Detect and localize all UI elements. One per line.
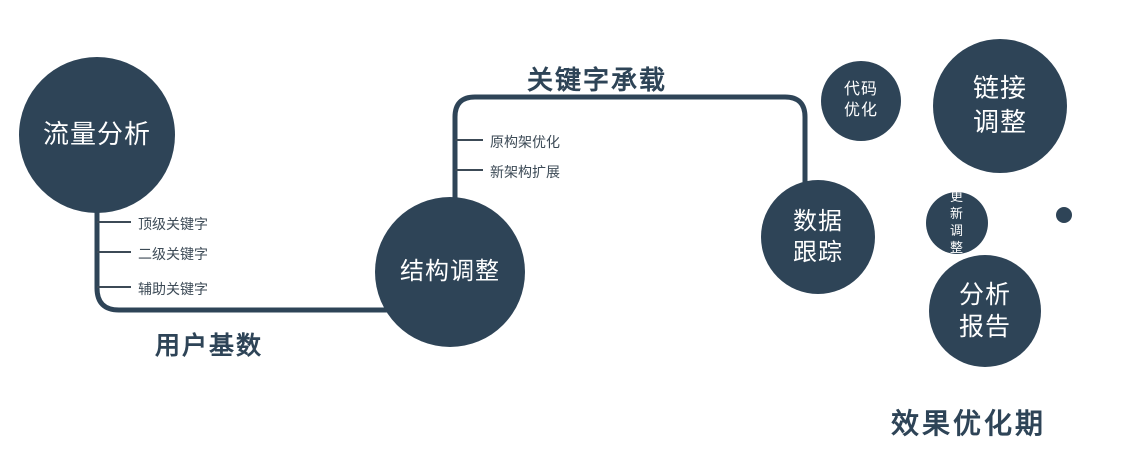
node-traffic-analysis-label: 流量分析 bbox=[42, 119, 151, 150]
node-structure-adjustment: 结构调整 bbox=[375, 197, 525, 347]
node-data-tracking-label: 数据跟踪 bbox=[793, 207, 843, 266]
footer-label-effect-optimization: 效果优化期 bbox=[891, 408, 1047, 439]
connector-user-base-path bbox=[94, 198, 392, 313]
node-link-adjustment: 链接调整 bbox=[933, 39, 1067, 173]
node-traffic-analysis: 流量分析 bbox=[19, 57, 175, 213]
branch-label-top-keywords: 顶级关键字 bbox=[138, 216, 208, 232]
branch-label-new-architecture: 新架构扩展 bbox=[490, 164, 560, 180]
node-update-adjustment-label: 更新调整 bbox=[949, 189, 964, 255]
node-analysis-report: 分析报告 bbox=[929, 255, 1041, 367]
branch-label-second-keywords: 二级关键字 bbox=[138, 246, 208, 262]
connector-keyword-carrying-path bbox=[452, 94, 808, 208]
node-code-optimization-label: 代码优化 bbox=[843, 81, 878, 119]
branch-label-original-architecture: 原构架优化 bbox=[490, 134, 560, 150]
edge-label-keyword-carrying: 关键字承载 bbox=[527, 65, 668, 95]
node-code-optimization: 代码优化 bbox=[821, 61, 901, 141]
branch-label-auxiliary-keywords: 辅助关键字 bbox=[138, 281, 208, 297]
node-analysis-report-label: 分析报告 bbox=[958, 280, 1011, 342]
node-link-adjustment-label: 链接调整 bbox=[972, 73, 1027, 137]
node-data-tracking: 数据跟踪 bbox=[761, 180, 875, 294]
node-dot bbox=[1056, 207, 1072, 223]
edge-label-user-base: 用户基数 bbox=[155, 332, 264, 360]
node-update-adjustment: 更新调整 bbox=[926, 189, 988, 255]
node-structure-adjustment-label: 结构调整 bbox=[400, 258, 500, 286]
